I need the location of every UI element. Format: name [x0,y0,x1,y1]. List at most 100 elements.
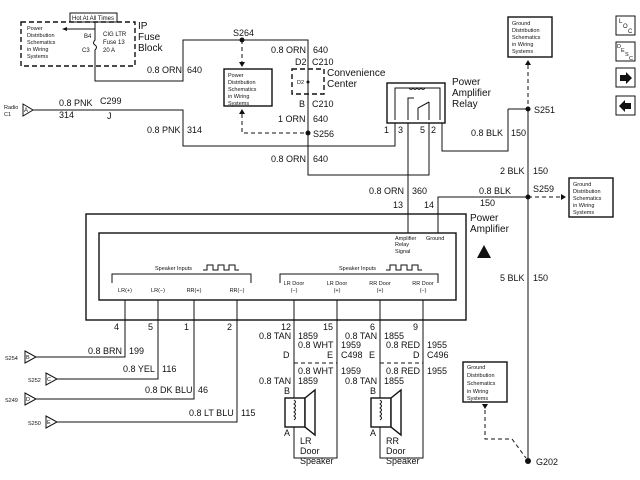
loc-letter-c: C [628,29,633,35]
wire-amp-gnd-circuit: 150 [480,198,495,208]
arrow-right-icon [561,194,566,200]
lr-speaker-name-1: LR [300,436,312,446]
speaker-inputs-left-bracket [111,273,252,283]
arrow-right-icon [620,72,632,84]
wire-conv-gauge: 1 ORN [278,114,306,124]
amp-input-rr-door-pos-1: RR Door [369,281,391,287]
wire-brn-gauge: 0.8 BRN [88,346,122,356]
wire-brn-circuit: 199 [129,346,144,356]
amp-input-lr-door-neg-2: (−) [291,288,298,294]
loc-letter-l: L [619,19,623,25]
relay-pin-3: 3 [398,125,403,135]
yel-116-wire [57,320,159,380]
power-amplifier-relay: Power Amplifier Relay 1 3 5 2 0.8 BLK 15… [308,77,526,214]
amp-ground-label: Ground [426,236,444,242]
gds-bot-1: Ground [467,365,485,371]
wire-relay-out-gauge: 0.8 ORN [369,186,404,196]
wire-radio-gauge: 0.8 PNK [59,98,93,108]
convenience-center-outline [291,68,325,95]
fuse-symbol-wire [93,29,210,82]
wire-pnk-mid-circuit: 314 [187,125,202,135]
loc-button[interactable]: L O C [615,15,636,36]
amp-name-1: Power [470,213,499,224]
wire-s264-circuit: 640 [313,45,328,55]
wire-lr-wht-bot-gauge: 0.8 WHT [298,366,334,376]
desc-letter-d: D [617,44,621,50]
ground-g202-dot [525,458,531,464]
fuse-block-name-1: IP [138,21,148,32]
amp-pin-9: 9 [413,322,418,332]
rr-speaker-pin-a: A [370,428,376,438]
conv-bot-pin: B [299,99,305,109]
rr-speaker-name-1: RR [386,436,399,446]
g202-gds-dashed-link [484,410,527,459]
radio-connector-icon [22,103,34,117]
wire-rr-red-top-gauge: 0.8 RED [386,340,421,350]
loc-letter-o: O [623,24,628,30]
amp-inner-outline [98,232,457,301]
pds-box-3: Schematics [228,87,257,93]
pds-box [223,68,273,107]
conn-c299-pin: J [107,111,112,121]
wire-rr-tan-bot-circuit: 1855 [384,376,404,386]
amp-ground-wire [437,196,528,210]
relay-name-3: Relay [452,99,478,110]
lr-speaker-name-2: Door [300,446,320,456]
splice-ref-s250: S250 [28,421,41,427]
wire-rr-tan-top-gauge: 0.8 TAN [345,331,377,341]
gds-top-4: in Wiring [512,42,533,48]
wire-fuse-out-gauge: 0.8 ORN [147,65,182,75]
wire-5blk-gauge: 5 BLK [500,273,525,283]
wire-5blk-circuit: 150 [533,273,548,283]
pds-box-2: Distribution [228,80,256,86]
rr-conn-right-pin: D [413,350,420,360]
lr-speaker-pin-b: B [284,386,290,396]
amp-input-rr-door-pos-2: (+) [377,288,384,294]
gds-top-5: Systems [512,49,533,55]
splice-ref-s249-pin: D [26,397,30,403]
radio-label-1: Radio [4,105,18,111]
relay-outline [386,82,446,124]
ltblu-115-wire [57,320,238,423]
wire-amp-gnd-gauge: 0.8 BLK [479,186,511,196]
amp-pin-15: 15 [323,322,333,332]
splice-s259-label: S259 [533,184,554,194]
s264-area: S264 Power Distribution Schematics in Wi… [183,28,408,176]
prev-button[interactable] [615,95,636,116]
rr-conn-left-pin: E [369,350,375,360]
wire-rr-tan-bot-gauge: 0.8 TAN [345,376,377,386]
splice-ref-s254-icon [24,350,38,364]
conv-top-conn: C210 [312,57,334,67]
wire-conv-circuit: 640 [313,114,328,124]
fuse-pin-b4: B4 [84,34,92,40]
amp-pin-5: 5 [148,322,153,332]
pds-box-1: Power [228,73,244,79]
relay-coil-icon [408,87,426,90]
wire-2blk-circuit: 150 [533,166,548,176]
fuse-internal-wire [65,22,96,30]
splice-ref-s252-icon [45,372,59,386]
relay-pin-1: 1 [384,125,389,135]
wire-rr-tan-top-circuit: 1855 [384,331,404,341]
amp-input-rr-door-neg-1: RR Door [412,281,434,287]
arrow-up-icon [525,60,531,65]
wire-lr-tan-bot-circuit: 1859 [298,376,318,386]
amp-input-rr-neg: RR(−) [230,288,245,294]
amp-pin-4: 4 [114,322,119,332]
amp-pin-14: 14 [424,200,434,210]
pds-box-5: Systems [228,101,249,107]
rr-speaker-icon [370,388,402,437]
next-button[interactable] [615,67,636,88]
wire-2blk-gauge: 2 BLK [500,166,525,176]
amp-relay-signal-2: Relay [395,242,409,248]
power-amplifier: 0.8 ORN 360 13 14 Power Amplifier Amplif… [85,186,510,332]
gds-right-1: Ground [573,182,591,188]
dkblu-46-wire [36,320,195,400]
fuse-name-3: 20 A [103,48,115,54]
gds-bot-4: in Wiring [467,389,488,395]
lr-door-speaker: 0.8 TAN 1859 0.8 WHT 1959 D E C498 0.8 W… [259,320,363,466]
desc-button[interactable]: D E S C [615,41,636,62]
speaker-inputs-right-label: Speaker Inputs [339,266,376,272]
fuse-name-1: CIG LTR [103,32,127,38]
amp-input-lr-door-neg-1: LR Door [284,281,305,287]
